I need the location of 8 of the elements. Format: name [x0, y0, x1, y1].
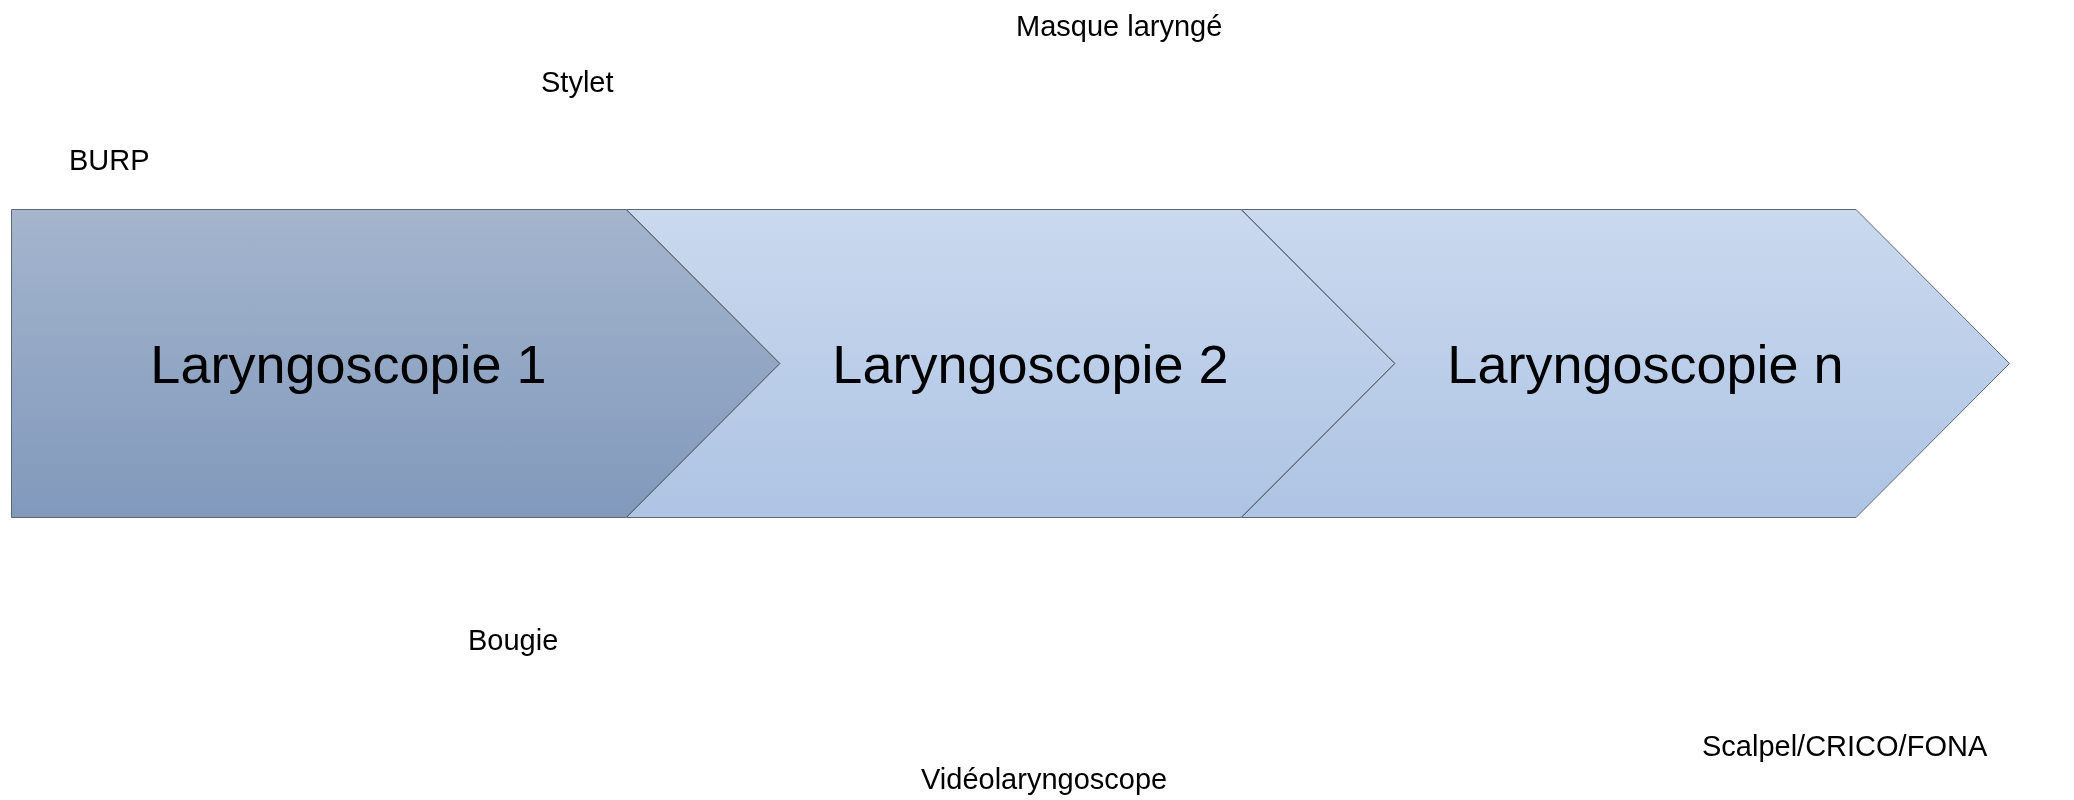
- technique-label: Bougie: [468, 623, 559, 658]
- technique-label: BURP: [69, 143, 150, 178]
- technique-label: Stylet: [541, 65, 614, 100]
- technique-label: Scalpel/CRICO/FONA: [1702, 729, 1988, 764]
- chevron-step: [626, 209, 1395, 518]
- chevron-step: [1241, 209, 2010, 518]
- technique-label: Masque laryngé: [1016, 9, 1223, 44]
- technique-label: Vidéolaryngoscope: [921, 762, 1168, 797]
